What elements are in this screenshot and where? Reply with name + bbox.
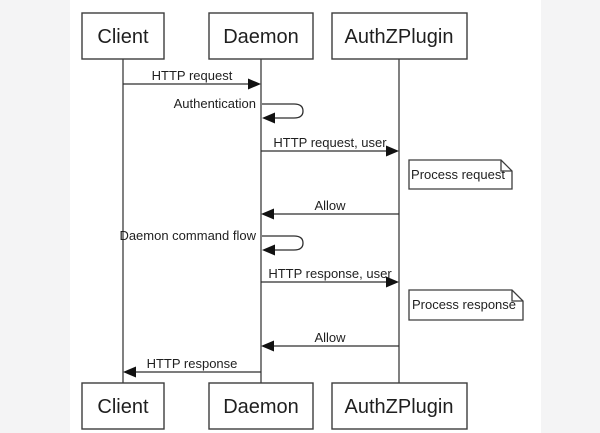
message-http-response-user-label: HTTP response, user [268, 266, 392, 281]
self-loop-daemon-command-flow-label: Daemon command flow [119, 228, 256, 243]
self-loop-authentication-arrowhead [262, 112, 275, 124]
message-http-request-user-label: HTTP request, user [273, 135, 387, 150]
actor-bottom-authzplugin-box [331, 382, 468, 430]
message-allow-1-label: Allow [314, 198, 346, 213]
actor-bottom-daemon-label: Daemon [223, 396, 299, 418]
self-loop-daemon-command-flow-arrowhead [262, 244, 275, 256]
self-loop-authentication-label: Authentication [174, 96, 256, 111]
actor-bottom-client-box [81, 382, 165, 430]
message-http-request-label: HTTP request [152, 68, 233, 83]
message-http-response-arrowhead [123, 366, 136, 378]
actor-top-authzplugin-label: AuthZPlugin [345, 26, 454, 48]
actor-top-daemon-label: Daemon [223, 26, 299, 48]
diagram-canvas [70, 0, 541, 433]
note-process-response-label: Process response [412, 297, 516, 312]
actor-top-authzplugin-box [331, 12, 468, 60]
message-http-response-label: HTTP response [147, 356, 238, 371]
message-http-request-user-arrowhead [386, 145, 399, 157]
note-process-request-fold [500, 160, 512, 172]
message-allow-1-arrowhead [261, 208, 274, 220]
note-process-response-fold [511, 290, 523, 302]
actor-bottom-authzplugin-label: AuthZPlugin [345, 396, 454, 418]
actor-top-daemon-box [208, 12, 314, 60]
note-process-request-shape [408, 159, 513, 190]
note-process-request-label: Process request [411, 167, 505, 182]
actor-bottom-client-label: Client [97, 396, 149, 418]
actor-top-client-label: Client [97, 26, 149, 48]
self-loop-daemon-command-flow-path [262, 235, 304, 251]
message-allow-2-arrowhead [261, 340, 274, 352]
self-loop-authentication-path [262, 103, 304, 119]
message-http-response-user-arrowhead [386, 276, 399, 288]
note-process-response-shape [408, 289, 524, 321]
actor-top-client-box [81, 12, 165, 60]
message-http-request-arrowhead [248, 78, 261, 90]
actor-bottom-daemon-box [208, 382, 314, 430]
message-allow-2-label: Allow [314, 330, 346, 345]
